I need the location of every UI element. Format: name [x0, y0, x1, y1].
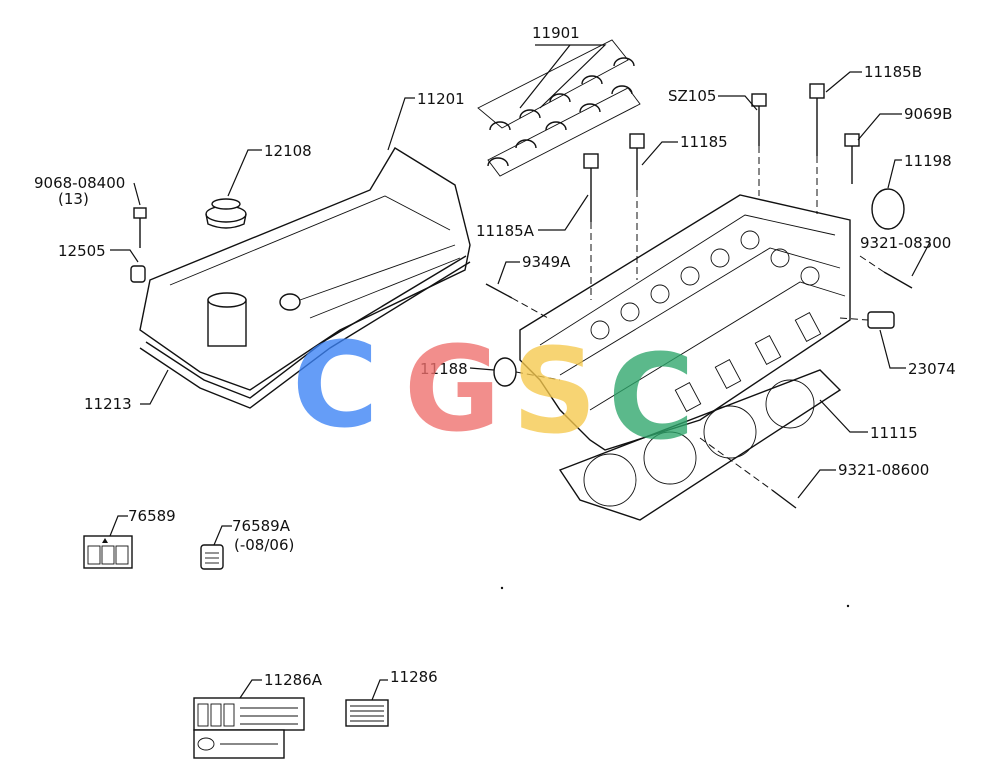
plug-11188 [493, 357, 561, 387]
label-11185a: 11185A [476, 222, 535, 240]
label-11286: 11286 [390, 668, 438, 686]
cgsc-watermark: C G S C [292, 316, 695, 466]
watermark-letter-4: C [608, 328, 695, 466]
speck [846, 604, 850, 608]
bolt-9069b [844, 133, 860, 184]
caution-label-76589a-drawing [200, 544, 224, 570]
stud-9321-08300 [859, 255, 913, 289]
caution-label-76589-drawing [83, 535, 133, 569]
label-11185: 11185 [680, 133, 728, 151]
camshaft-bearing-shells [477, 39, 641, 177]
speck [500, 586, 504, 590]
label-9068-08400: 9068-08400 [34, 174, 125, 192]
cover-grommet [130, 265, 146, 283]
watermark-letter-3: S [512, 322, 597, 460]
watermark-letter-1: C [292, 316, 379, 454]
cover-bolt [133, 207, 147, 248]
label-11201: 11201 [417, 90, 465, 108]
cylinder-head-gasket [558, 369, 842, 521]
label-9349a: 9349A [522, 253, 571, 271]
label-12505: 12505 [58, 242, 106, 260]
head-bolt-sz105 [751, 93, 767, 196]
label-11188: 11188 [420, 360, 468, 378]
label-76589a: 76589A [232, 517, 291, 535]
head-bolt-11185b [809, 83, 825, 214]
label-11901: 11901 [532, 24, 580, 42]
label-76589: 76589 [128, 507, 176, 525]
head-cover-gasket [139, 255, 471, 409]
emission-label-11286a-drawing [193, 697, 305, 759]
cylinder-head-plug [871, 188, 905, 230]
label-11198: 11198 [904, 152, 952, 170]
watermark-letter-2: G [404, 320, 501, 458]
cylinder-head-cover [139, 147, 471, 391]
label-23074: 23074 [908, 360, 956, 378]
label-9321-08600: 9321-08600 [838, 461, 929, 479]
label-9069b: 9069B [904, 105, 952, 123]
leader-lines [109, 44, 931, 701]
label-11286a: 11286A [264, 671, 323, 689]
label-76589a-note: (-08/06) [234, 536, 294, 554]
head-bolt-11185 [629, 133, 645, 280]
stud-9321-08600 [699, 437, 797, 509]
label-9068-quantity: (13) [58, 190, 89, 208]
head-bolt-11185a [583, 153, 599, 300]
oil-filler-cap [205, 198, 247, 229]
label-9321-08300: 9321-08300 [860, 234, 951, 252]
label-11185b: 11185B [864, 63, 922, 81]
emission-label-11286-drawing [345, 699, 389, 727]
label-12108: 12108 [264, 142, 312, 160]
part-number-labels: 11901 11201 12108 9068-08400 (13) 12505 … [34, 24, 956, 689]
fitting-23074 [839, 311, 895, 329]
label-11213: 11213 [84, 395, 132, 413]
cylinder-head [519, 194, 851, 451]
stud-9349a [485, 283, 549, 319]
label-sz105: SZ105 [668, 87, 716, 105]
label-11115: 11115 [870, 424, 918, 442]
